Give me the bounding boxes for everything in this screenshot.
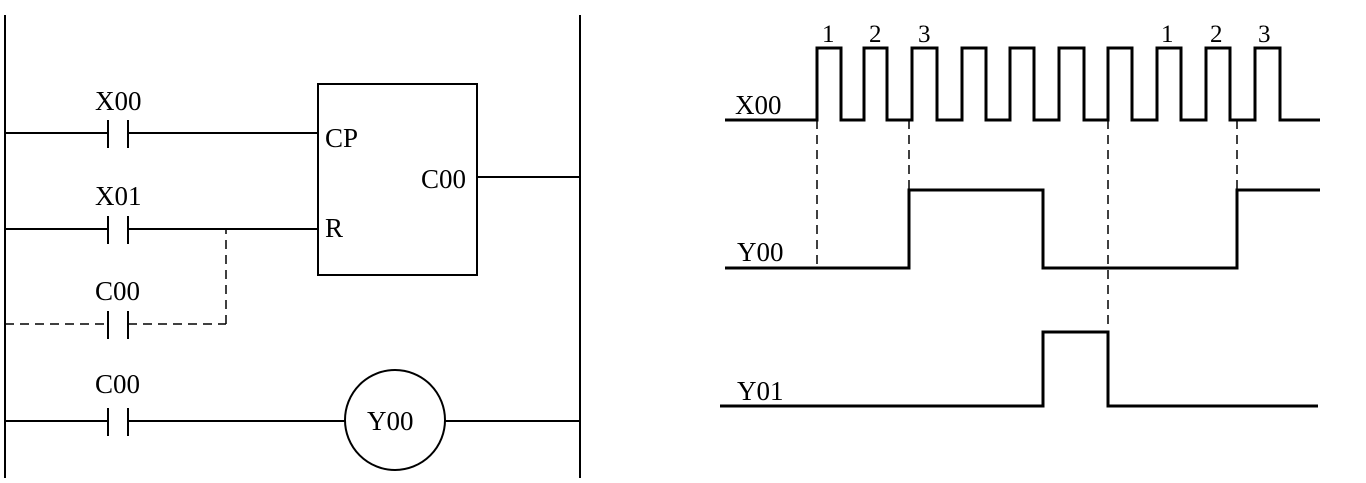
counter-output-label: C00 xyxy=(421,164,466,194)
contact-c00-output-label: C00 xyxy=(95,369,140,399)
pulse-number-2a: 2 xyxy=(869,21,882,48)
waveform-y01: Y01 xyxy=(720,330,1318,408)
pulse-number-3a: 3 xyxy=(918,21,931,48)
signal-y00-label: Y00 xyxy=(737,237,784,267)
pulse-number-2b: 2 xyxy=(1210,21,1223,48)
pulse-number-1a: 1 xyxy=(822,21,835,48)
waveform-x00: X00 1 2 3 1 2 3 xyxy=(725,21,1320,122)
counter-block: CP R C00 xyxy=(317,83,580,276)
waveform-y00: Y00 xyxy=(725,188,1320,270)
contact-x01-label: X01 xyxy=(95,181,142,211)
coil-y00-label: Y00 xyxy=(367,406,414,436)
pulse-number-3b: 3 xyxy=(1258,21,1271,48)
rung-c00-coil: C00 Y00 xyxy=(5,369,580,471)
ladder-diagram: X00 X01 C00 CP R C00 xyxy=(4,15,581,478)
contact-x00-label: X00 xyxy=(95,86,142,116)
rung-x00-cp: X00 xyxy=(5,86,318,148)
pulse-number-1b: 1 xyxy=(1161,21,1174,48)
timing-reference-lines xyxy=(816,120,1238,330)
counter-r-label: R xyxy=(325,213,343,243)
counter-cp-label: CP xyxy=(325,123,358,153)
contact-c00-reset-label: C00 xyxy=(95,276,140,306)
signal-y01-label: Y01 xyxy=(737,376,784,406)
timing-diagram: X00 1 2 3 1 2 3 Y00 Y01 xyxy=(720,21,1320,408)
rung-x01-reset: X01 xyxy=(5,181,318,244)
signal-x00-label: X00 xyxy=(735,90,782,120)
reset-branch-c00: C00 xyxy=(5,229,227,339)
